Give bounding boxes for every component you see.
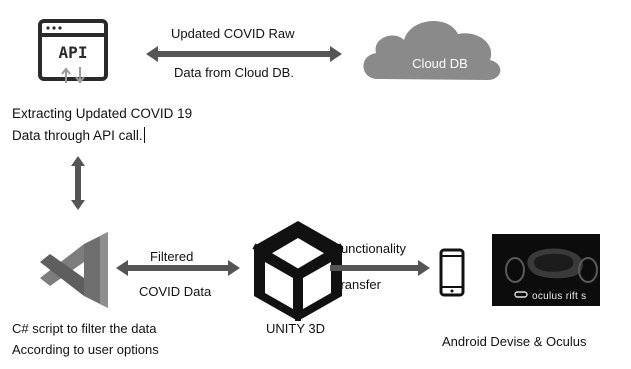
- oculus-label: oculus rift s: [532, 291, 587, 302]
- arrow-unity-devices: [330, 260, 430, 276]
- cloud-db-label: Cloud DB: [412, 56, 468, 71]
- api-caption-line2-text: Data through API call.: [12, 128, 143, 143]
- phone-icon: [439, 248, 465, 297]
- arrow-api-vscode: [71, 156, 85, 210]
- vscode-caption-line1: C# script to filter the data: [12, 321, 157, 336]
- edge-label-api-cloud-bottom: Data from Cloud DB.: [174, 65, 294, 80]
- api-caption-line1: Extracting Updated COVID 19: [12, 106, 193, 121]
- cloud-db-shape: [363, 21, 501, 80]
- devices-caption: Android Devise & Oculus: [442, 334, 587, 349]
- edge-label-vscode-unity-top: Filtered: [150, 249, 194, 264]
- arrow-api-cloud: [146, 46, 342, 62]
- oculus-image: [492, 234, 600, 306]
- unity-logo-icon: [252, 221, 344, 321]
- edge-label-api-cloud-top: Updated COVID Raw: [171, 26, 295, 41]
- edge-label-vscode-unity-bottom: COVID Data: [139, 284, 212, 299]
- edge-label-unity-devices-top: Functionality: [333, 241, 406, 256]
- api-caption-line2: Data through API call.: [12, 126, 145, 146]
- api-icon-label: API: [59, 43, 88, 62]
- unity-caption: UNITY 3D: [266, 321, 325, 336]
- api-icon: API: [38, 19, 108, 84]
- text-cursor: [143, 127, 145, 143]
- vscode-caption-line2: According to user options: [12, 342, 159, 357]
- arrow-vscode-unity: [116, 260, 240, 276]
- vscode-icon: [40, 232, 108, 308]
- edge-label-unity-devices-bottom: Transfer: [333, 277, 381, 292]
